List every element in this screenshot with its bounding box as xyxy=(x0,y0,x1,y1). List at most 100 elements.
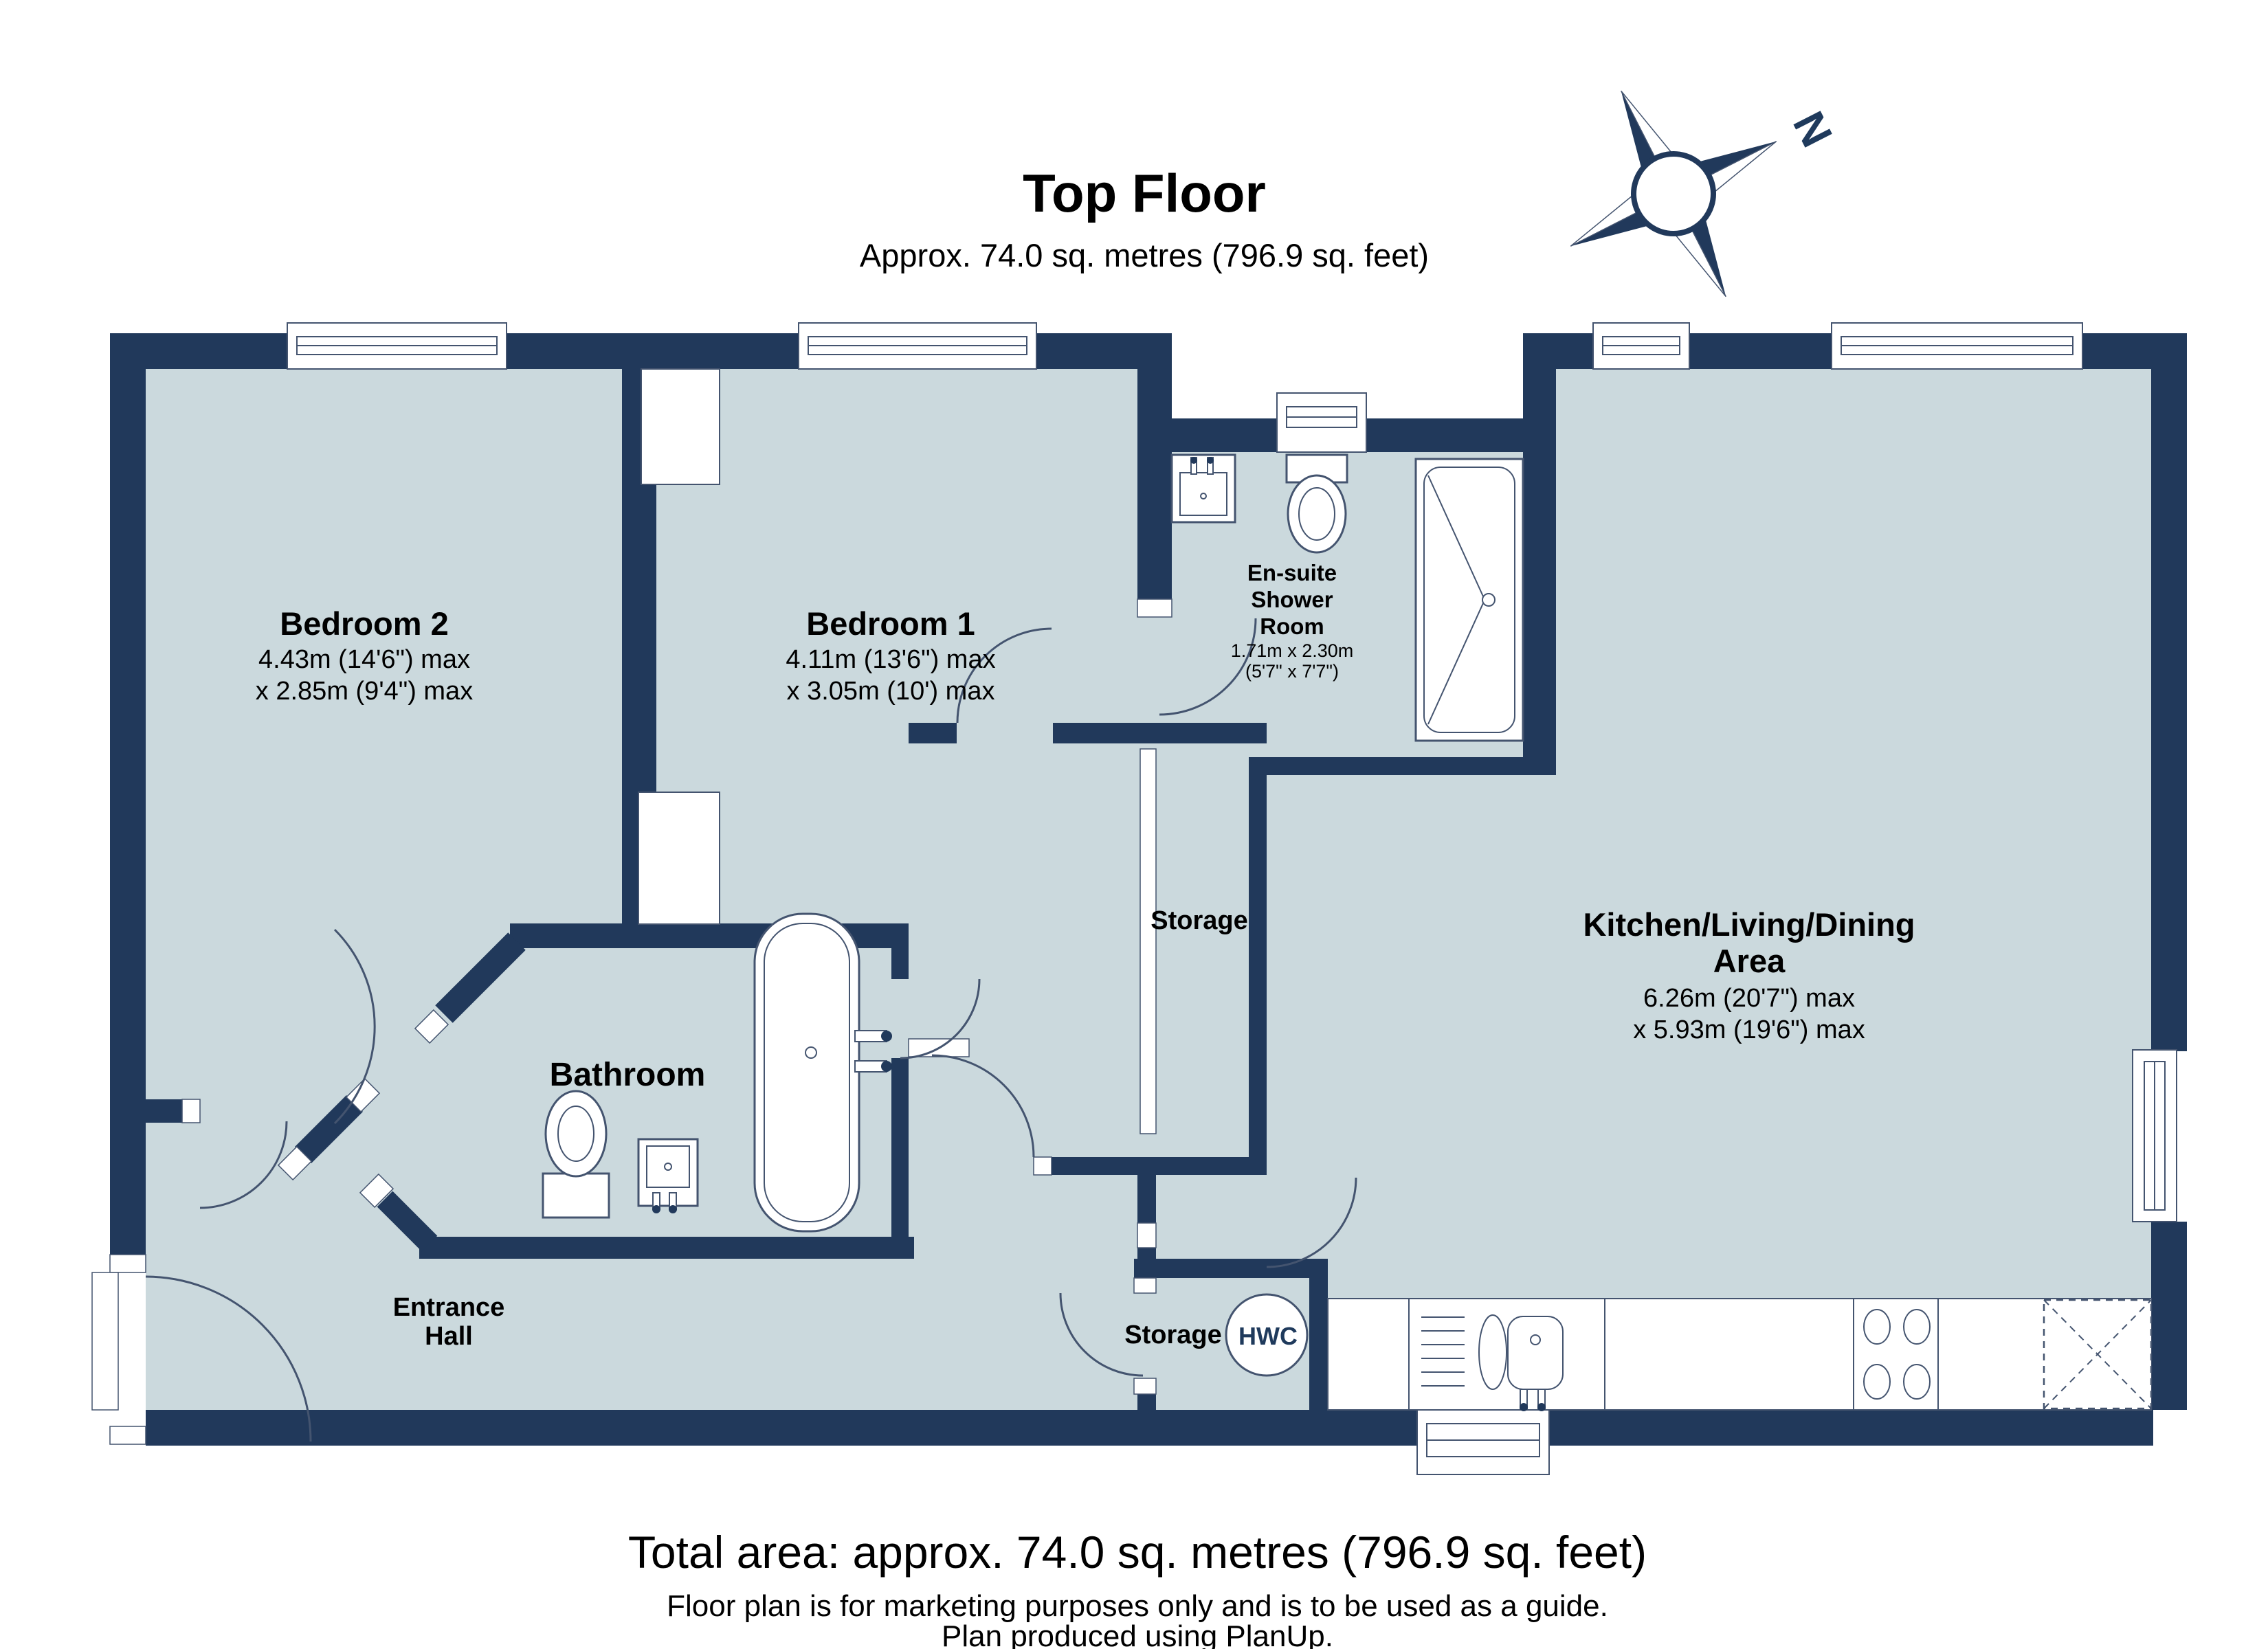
door-jamb xyxy=(109,1254,146,1273)
wall-segment xyxy=(1523,369,1556,775)
kitchen-dim2: x 5.93m (19'6") max xyxy=(1633,1016,1865,1044)
bathroom-label: Bathroom xyxy=(550,1057,706,1093)
kitchen-sink xyxy=(1421,1314,1564,1411)
wall-segment xyxy=(1137,369,1172,599)
ensuite-door-arc xyxy=(1159,618,1257,716)
total-area-text: Total area: approx. 74.0 sq. metres (796… xyxy=(628,1527,1647,1578)
door-jamb xyxy=(277,1145,313,1181)
ensuite-label-3: Room xyxy=(1260,614,1324,639)
corridor-door-arc xyxy=(931,1054,1035,1158)
wardrobes xyxy=(638,368,720,925)
storage-top-label: Storage xyxy=(1150,906,1247,935)
room-labels: Bedroom 2 4.43m (14'6") max x 2.85m (9'4… xyxy=(256,560,1915,1351)
wardrobe xyxy=(638,792,720,925)
door-jamb xyxy=(414,1009,449,1044)
storage-sliding-door xyxy=(1139,748,1157,1134)
wall-segment-diagonal xyxy=(377,1191,438,1252)
wall-segment xyxy=(1249,757,1556,775)
door-jamb xyxy=(359,1173,394,1209)
wall-segment xyxy=(1137,1157,1267,1175)
door-jamb xyxy=(181,1099,201,1123)
wardrobe xyxy=(641,368,720,485)
wall-segment xyxy=(146,1410,2153,1446)
door-jambs xyxy=(109,598,1172,1445)
door-jamb xyxy=(1033,1156,1052,1176)
kitchen-fixtures xyxy=(1327,1298,2153,1411)
wall-segment xyxy=(1249,757,1267,1175)
credit-text: Plan produced using PlanUp. xyxy=(942,1619,1333,1649)
page-subtitle: Approx. 74.0 sq. metres (796.9 sq. feet) xyxy=(860,237,1429,273)
bedroom1-label: Bedroom 1 xyxy=(806,605,975,642)
bedroom2-label: Bedroom 2 xyxy=(280,605,449,642)
wall-segment xyxy=(1052,1157,1137,1175)
door-jamb xyxy=(1133,1277,1157,1294)
window-kitchen-large xyxy=(1831,322,2083,370)
wall-segment xyxy=(909,723,957,743)
wall-segment xyxy=(110,369,146,1255)
bedroom1-dim2: x 3.05m (10') max xyxy=(787,677,995,706)
wall-segment xyxy=(2151,1222,2187,1410)
ensuite-dim1: 1.71m x 2.30m xyxy=(1231,640,1354,661)
footer: Total area: approx. 74.0 sq. metres (796… xyxy=(628,1527,1647,1649)
doors xyxy=(91,618,1357,1442)
header: Top Floor Approx. 74.0 sq. metres (796.9… xyxy=(860,163,1429,273)
bedroom1-dim1: 4.11m (13'6") max xyxy=(786,645,995,674)
window-bedroom2 xyxy=(287,322,507,370)
compass-north-label: N xyxy=(1783,104,1842,155)
bedroom2-door-arc xyxy=(333,928,376,1125)
ensuite-dim2: (5'7" x 7'7") xyxy=(1245,661,1339,682)
kitchen-label-2: Area xyxy=(1713,943,1786,979)
ensuite-label-1: En-suite xyxy=(1247,560,1337,585)
bedroom1-door-arc xyxy=(956,627,1052,723)
toilet xyxy=(542,1090,610,1219)
shower-enclosure xyxy=(1414,458,1524,742)
wall-segment xyxy=(891,1058,909,1259)
window-ensuite xyxy=(1276,392,1367,453)
wall-segment xyxy=(1137,1175,1156,1223)
window-right-wall xyxy=(2132,1049,2177,1222)
bathroom-fixtures xyxy=(542,912,892,1233)
ensuite-label-2: Shower xyxy=(1251,587,1333,612)
kitchen-label-1: Kitchen/Living/Dining xyxy=(1583,906,1915,943)
wall-segment-diagonal xyxy=(435,932,526,1023)
door-jamb xyxy=(345,1077,381,1113)
wall-segment xyxy=(2151,369,2187,1051)
kitchen-door-arc xyxy=(1266,1177,1357,1268)
door-jamb xyxy=(1133,1378,1157,1395)
window-kitchen-bottom xyxy=(1416,1405,1550,1475)
hwc-cylinder: HWC xyxy=(1225,1293,1309,1377)
bedroom2-dim2: x 2.85m (9'4") max xyxy=(256,677,473,706)
bedroom2-dim1: 4.43m (14'6") max xyxy=(258,645,470,674)
ensuite-fixtures xyxy=(1170,453,1524,742)
windows xyxy=(287,322,2177,1475)
wall-segment xyxy=(1137,723,1267,743)
ensuite-sink xyxy=(1170,453,1236,524)
wall-segment xyxy=(891,948,909,979)
entrance-label-2: Hall xyxy=(425,1322,473,1351)
wall-segment xyxy=(1309,1259,1328,1410)
window-kitchen-small xyxy=(1592,322,1690,370)
ensuite-toilet xyxy=(1285,453,1348,554)
storage-bottom-label: Storage xyxy=(1124,1321,1221,1349)
compass-icon: N xyxy=(1570,90,1842,298)
page-title: Top Floor xyxy=(1023,163,1266,223)
wall-segment xyxy=(1053,723,1137,743)
wall-segment xyxy=(1137,1394,1156,1410)
bathroom-sink xyxy=(637,1138,699,1213)
door-jamb xyxy=(1137,598,1172,618)
kitchen-counter xyxy=(1327,1298,2152,1411)
hwc-label: HWC xyxy=(1238,1322,1298,1350)
front-door-arc xyxy=(145,1275,312,1442)
front-door-leaf xyxy=(91,1272,119,1411)
wall-segment xyxy=(143,1099,182,1123)
disclaimer-text: Floor plan is for marketing purposes onl… xyxy=(667,1589,1608,1623)
door-jamb xyxy=(109,1426,146,1445)
door-jamb xyxy=(1137,1222,1157,1248)
bathtub xyxy=(753,912,892,1233)
hob xyxy=(1853,1299,1939,1410)
window-bedroom1 xyxy=(798,322,1037,370)
wall-segment xyxy=(419,1237,914,1259)
kitchen-unit-crossed xyxy=(2043,1299,2153,1410)
hall-door-arc xyxy=(199,1121,288,1209)
